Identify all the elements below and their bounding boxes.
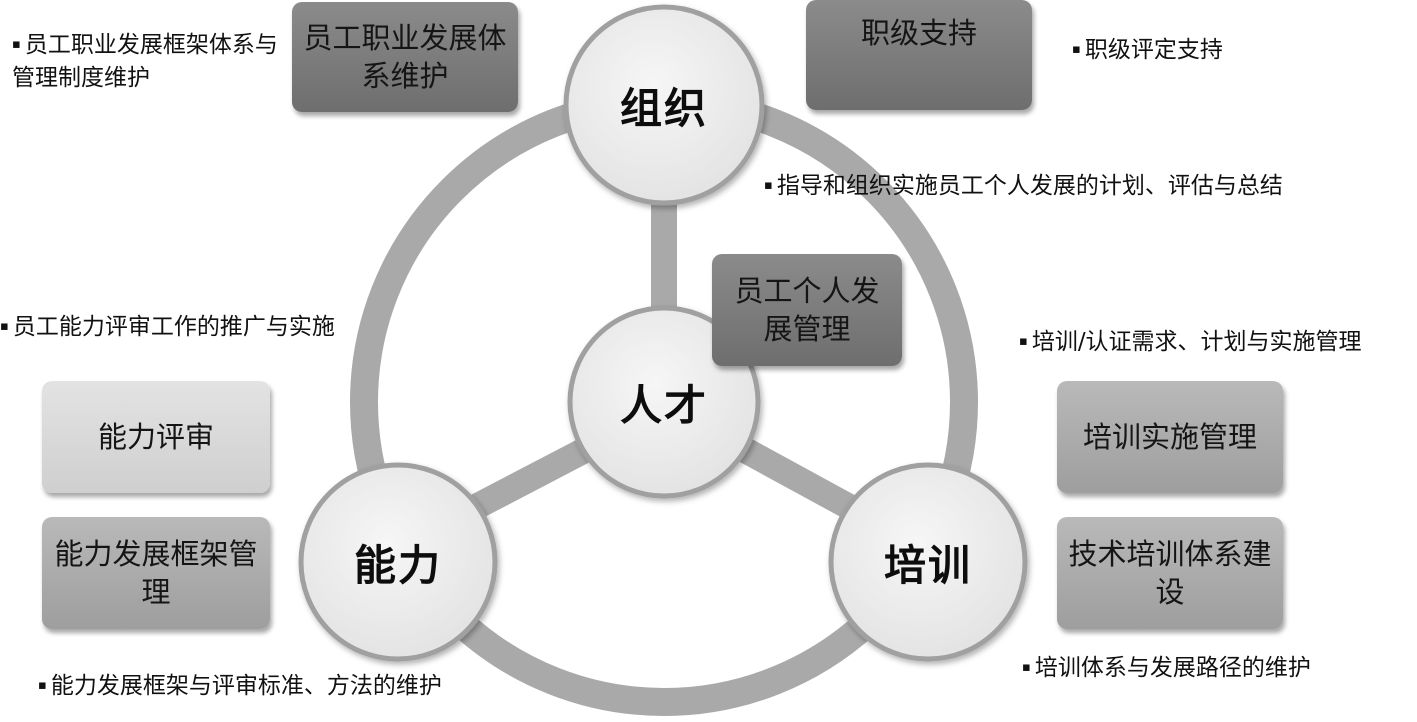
spoke-left (463, 438, 592, 522)
note-career-framework: ▪员工职业发展框架体系与管理制度维护 (12, 32, 278, 91)
bullet-icon: ▪ (764, 178, 773, 193)
bullet-icon: ▪ (38, 678, 47, 693)
note-ability-framework: ▪能力发展框架与评审标准、方法的维护 (38, 673, 442, 699)
bullet-icon: ▪ (1072, 42, 1081, 57)
bullet-icon: ▪ (12, 37, 21, 52)
note-grade: ▪职级评定支持 (1072, 37, 1223, 63)
bullet-icon: ▪ (1019, 334, 1028, 349)
node-circle-center (567, 305, 761, 499)
box-personal-development[interactable]: 员工个人发展管理 (712, 254, 902, 366)
bullet-icon: ▪ (0, 319, 9, 334)
node-circle-left (298, 462, 498, 662)
box-grade-support[interactable]: 职级支持 (806, 0, 1032, 110)
box-ability-framework[interactable]: 能力发展框架管理 (42, 517, 270, 629)
bullet-icon: ▪ (1022, 660, 1031, 675)
box-ability-review[interactable]: 能力评审 (42, 381, 270, 493)
box-career-framework[interactable]: 员工职业发展体系维护 (292, 2, 518, 112)
note-training-certification: ▪培训/认证需求、计划与实施管理 (1019, 329, 1362, 355)
note-training-system: ▪培训体系与发展路径的维护 (1022, 655, 1311, 681)
node-circle-top (563, 4, 765, 206)
spoke-right (738, 438, 862, 522)
box-training-implementation[interactable]: 培训实施管理 (1057, 381, 1283, 493)
note-guidance: ▪指导和组织实施员工个人发展的计划、评估与总结 (764, 173, 1283, 199)
box-tech-training-system[interactable]: 技术培训体系建设 (1057, 517, 1283, 629)
node-circle-right (828, 462, 1028, 662)
note-ability-review: ▪员工能力评审工作的推广与实施 (0, 314, 335, 340)
